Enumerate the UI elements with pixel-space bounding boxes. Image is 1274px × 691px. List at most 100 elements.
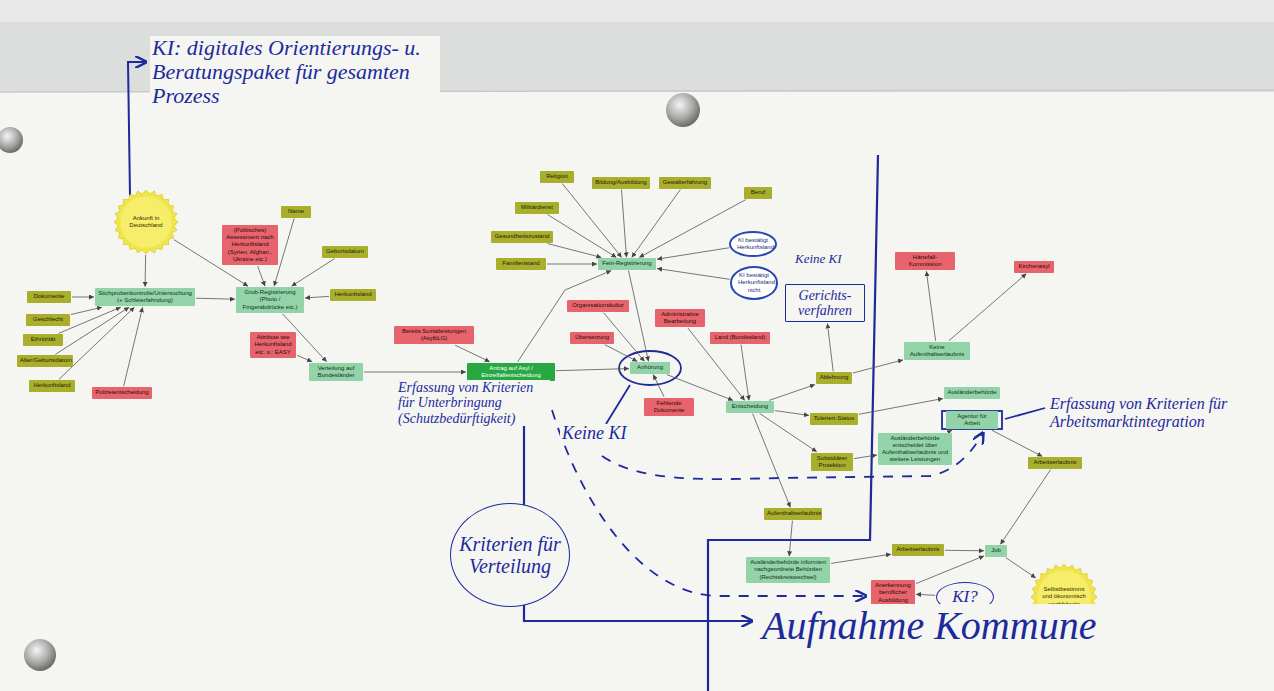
node-text: Beruf xyxy=(747,189,769,196)
handwritten-box: Gerichts- verfahren xyxy=(785,284,865,323)
flow-arrow xyxy=(741,345,749,401)
ai-ellipse: KI bestätigt Herkunftsland nicht xyxy=(730,266,778,300)
factor-box: (Politisches) Assessment nach Herkunftsl… xyxy=(222,225,278,265)
handwritten-note: Erfassung von Kriterien für Arbeitsmarkt… xyxy=(1048,395,1263,430)
attribute-box: Name xyxy=(281,206,311,217)
flow-arrow xyxy=(124,307,143,386)
attribute-box: Ablehnung xyxy=(816,372,852,383)
flow-arrow xyxy=(455,345,490,362)
node-text: Fein-Registrierung xyxy=(601,260,653,267)
node-text: Militärdienst xyxy=(518,204,556,211)
leader-line xyxy=(606,385,630,424)
node-text: Geburtsdatum xyxy=(325,248,365,255)
flow-arrow xyxy=(653,375,664,397)
flow-arrow xyxy=(775,411,809,416)
node-text: Anhörung xyxy=(633,364,667,371)
node-text: Religion xyxy=(543,173,571,180)
whiteboard-glare xyxy=(0,0,1274,22)
flow-arrow xyxy=(831,554,891,563)
node-text: Bildung/Ausbildung xyxy=(595,179,647,186)
node-text: Attribute wie Herkunftsland etc. s.: EAS… xyxy=(253,334,293,356)
attribute-box: Geburtsdatum xyxy=(322,246,368,257)
node-text: Antrag auf Asyl / Einzelfallentscheidung xyxy=(470,365,552,379)
attribute-box: Arbeitserlaubnis xyxy=(1028,457,1082,468)
factor-box: Administrative Bearbeitung xyxy=(655,309,705,327)
flow-arrow xyxy=(72,297,94,298)
flow-arrow xyxy=(145,255,147,287)
flow-arrow xyxy=(926,271,935,341)
attribute-box: Toleriert-Status xyxy=(810,413,858,424)
factor-box: Organisationskultur xyxy=(567,300,629,311)
node-text: Herkunftsland xyxy=(333,291,373,298)
flow-arrow xyxy=(859,399,943,415)
attribute-box: Gesundheitszustand xyxy=(491,231,553,242)
process-box: Ausländerbehörde xyxy=(944,387,1000,398)
node-text: Entscheidung xyxy=(729,403,771,410)
flow-arrow xyxy=(59,307,134,379)
node-text: Agentur für Arbeit xyxy=(949,413,995,427)
highlight-box xyxy=(942,411,1002,429)
flow-arrow xyxy=(949,430,952,431)
factor-box: Übersetzung xyxy=(570,332,614,343)
milestone-circle: Ankunft in Deutschland xyxy=(114,190,178,254)
flow-arrow xyxy=(632,190,681,258)
node-text: Familienstand xyxy=(499,260,543,267)
node-text: Aufenthaltserlaubnis xyxy=(767,510,819,517)
node-text: Anerkennung beruflicher Ausbildung xyxy=(874,582,912,604)
node-text: Herkunftsland xyxy=(32,382,72,389)
node-text: Keine Aufenthaltserlaubnis xyxy=(907,344,967,358)
highlight-ring xyxy=(619,351,681,385)
handwritten-note: Keine KI xyxy=(560,424,629,444)
flow-arrow xyxy=(992,430,1043,456)
node-text: Ausländerbehörde xyxy=(947,389,997,396)
flow-arrow xyxy=(297,355,312,362)
attribute-box: Herkunftsland xyxy=(330,289,376,300)
flow-arrow xyxy=(605,345,638,362)
factor-box: Anerkennung beruflicher Ausbildung xyxy=(871,580,915,606)
flow-arrow xyxy=(827,323,833,371)
handwritten-note: KI: digitales Orientierungs- u. Beratung… xyxy=(150,36,440,109)
factor-box: Kirchenasyl xyxy=(1014,261,1054,272)
sunburst-core xyxy=(120,196,171,247)
attribute-box: Dokumente xyxy=(27,291,71,302)
attribute-box: Militärdienst xyxy=(515,202,559,213)
flow-arrow xyxy=(916,594,935,595)
flow-arrow xyxy=(258,266,265,286)
process-box: Stichprobenkontrolle/Untersuchung (+ Sch… xyxy=(95,288,195,306)
node-text: Kirchenasyl xyxy=(1017,263,1051,270)
flow-arrow xyxy=(667,375,733,401)
flow-arrow xyxy=(657,269,730,280)
flow-arrow xyxy=(518,271,612,362)
handwritten-note: Keine KI xyxy=(793,252,844,266)
node-text: Job xyxy=(988,547,1004,554)
flow-arrow xyxy=(629,271,649,362)
flow-arrow xyxy=(548,215,617,258)
node-text: Gewalterfahrung xyxy=(662,179,708,186)
node-text: Arbeitserlaubnis xyxy=(895,546,941,553)
node-text: Geschlecht xyxy=(29,316,67,323)
node-text: Gesundheitszustand xyxy=(494,233,550,240)
handwritten-note: Aufnahme Kommune xyxy=(760,604,1098,648)
node-text: Ethnizität xyxy=(26,336,60,343)
node-text: KI bestätigt Herkunftsland nicht xyxy=(738,272,770,294)
handwritten-note: Erfassung von Kriterien für Unterbringun… xyxy=(396,380,550,426)
flow-arrow xyxy=(760,414,817,452)
node-text: Ausländerbehörde entscheidet über Aufent… xyxy=(881,435,949,464)
flow-arrow xyxy=(853,360,903,373)
process-box: Antrag auf Asyl / Einzelfallentscheidung xyxy=(467,363,555,381)
flow-arrow xyxy=(622,190,627,258)
flow-arrow xyxy=(556,369,629,371)
node-text: Härtefall-Kommission xyxy=(898,254,952,268)
node-text: Ablehnung xyxy=(819,374,849,381)
flow-arrow xyxy=(854,455,877,459)
magnet xyxy=(24,639,56,671)
attribute-box: Religion xyxy=(540,171,574,182)
node-text: Gerichts- verfahren xyxy=(791,288,859,319)
leader-line xyxy=(1005,408,1045,419)
process-box: Entscheidung xyxy=(726,401,774,412)
node-text: Fehlende Dokumente xyxy=(647,400,691,414)
node-text: Arbeitserlaubnis xyxy=(1031,459,1079,466)
attribute-box: Subsidiärer Protektion xyxy=(811,453,853,471)
flow-arrow xyxy=(305,296,329,298)
node-text: Kriterien für Verteilung xyxy=(459,533,561,577)
